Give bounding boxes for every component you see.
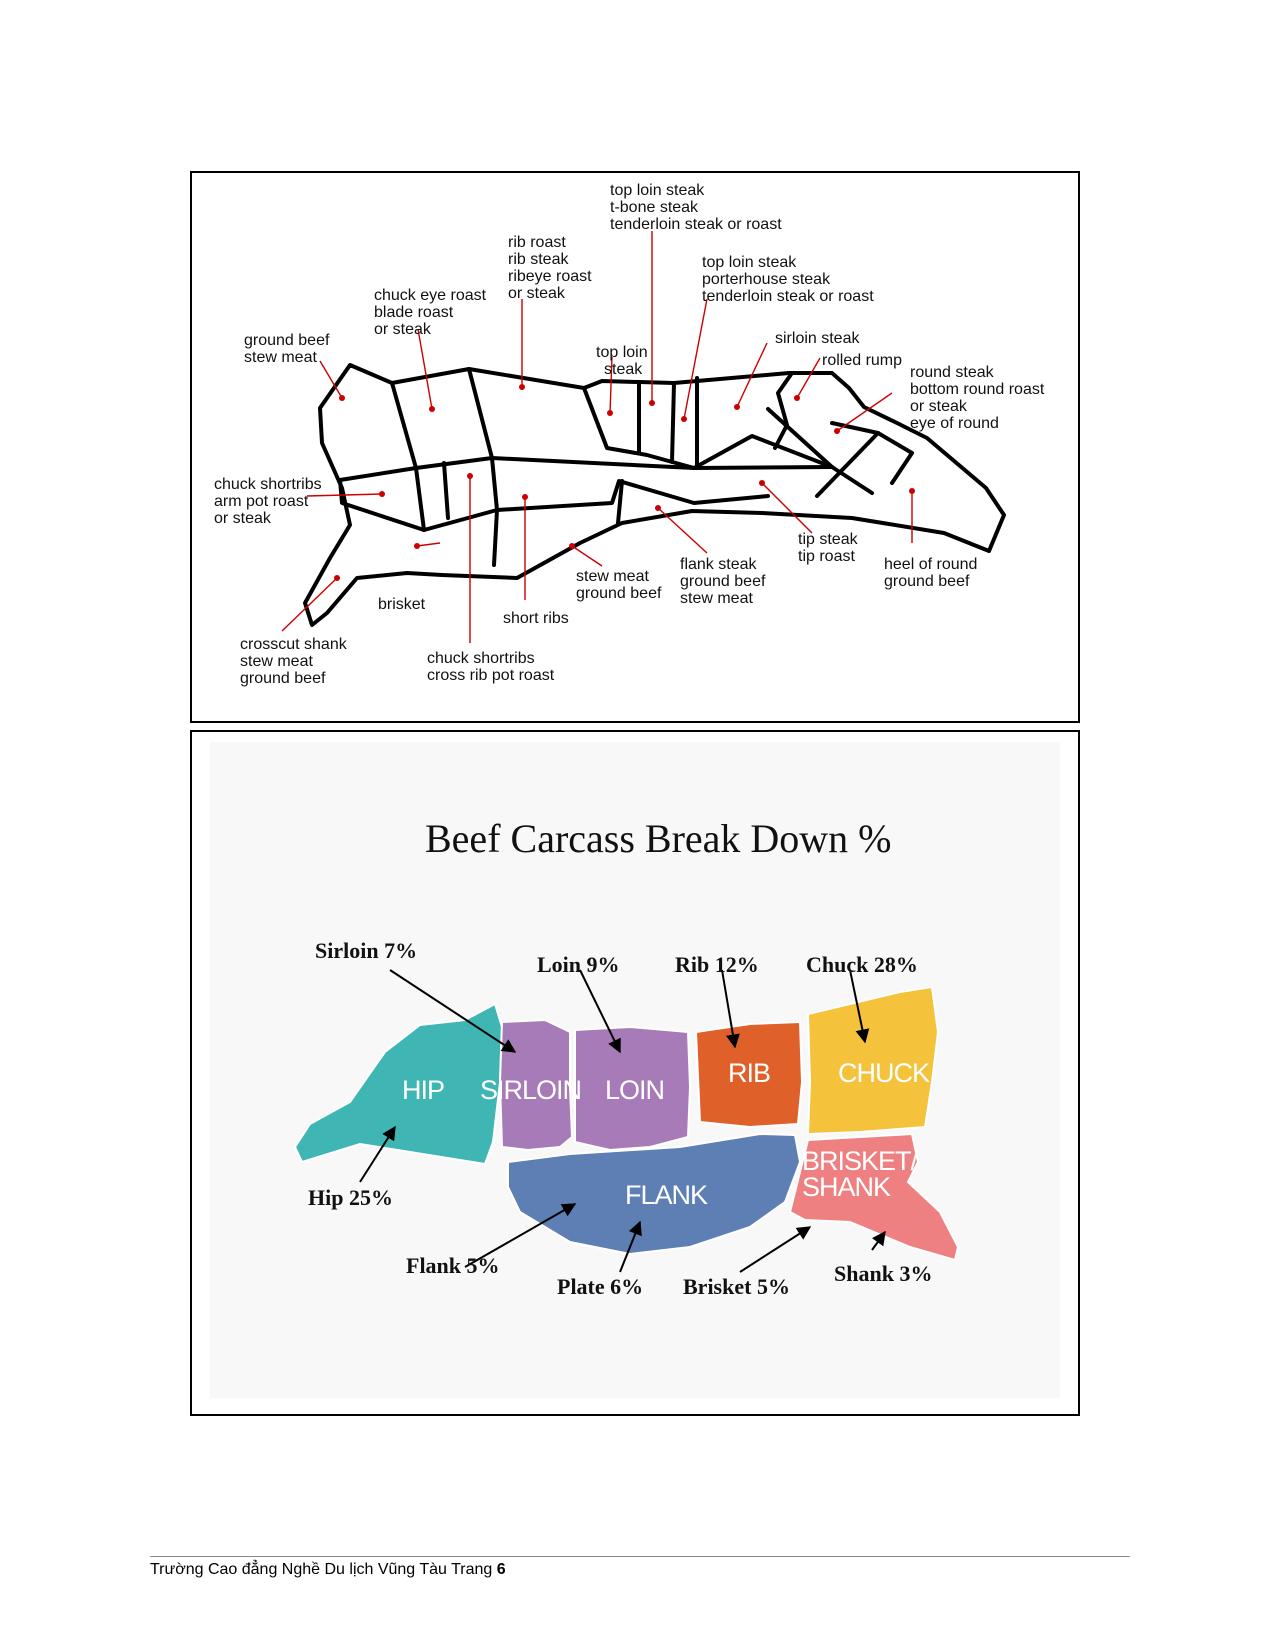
segment-label-rib: RIB <box>728 1058 770 1088</box>
label-top-loin-tbone-l3: tenderloin steak or roast <box>610 216 782 233</box>
label-round-steak-l2: bottom round roast <box>910 381 1045 398</box>
label-stew-meat-l2: ground beef <box>576 585 662 602</box>
pointer-dots <box>334 384 915 581</box>
label-top-loin-porterhouse-l3: tenderloin steak or roast <box>702 288 874 305</box>
label-brisket: brisket <box>378 596 426 613</box>
label-chuck-eye-l1: chuck eye roast <box>374 287 487 304</box>
label-heel-round-l2: ground beef <box>884 573 970 590</box>
pointer-arrows <box>359 969 886 1273</box>
segment-hip <box>293 1002 504 1166</box>
segment-sirloin <box>498 1018 574 1152</box>
label-ground-beef-l1: ground beef <box>244 332 330 349</box>
label-chuck-eye-l2: blade roast <box>374 304 454 321</box>
page-footer: Trường Cao đẳng Nghề Du lịch Vũng Tàu Tr… <box>150 1561 506 1579</box>
label-round-steak-l1: round steak <box>910 364 995 381</box>
footer-divider <box>150 1556 1130 1557</box>
label-chuck-shortribs-l3: or steak <box>214 510 272 527</box>
carcass-outline <box>303 363 1006 627</box>
pct-sirloin: Sirloin 7% <box>315 938 417 963</box>
label-chuck-cross-l1: chuck shortribs <box>427 650 535 667</box>
segment-chuck <box>806 985 940 1136</box>
label-rib-roast-l3: ribeye roast <box>508 268 592 285</box>
percentage-labels: Sirloin 7% Loin 9% Rib 12% Chuck 28% Hip… <box>308 938 932 1299</box>
segment-brisket-shank <box>788 1132 960 1262</box>
breakdown-svg: Beef Carcass Break Down % HIP SIRLOIN LO… <box>293 816 960 1299</box>
label-top-loin-l1: top loin <box>596 344 648 361</box>
label-chuck-shortribs-l1: chuck shortribs <box>214 476 322 493</box>
label-round-steak-l3: or steak <box>910 398 968 415</box>
label-crosscut-shank-l2: stew meat <box>240 653 313 670</box>
label-top-loin-tbone-l1: top loin steak <box>610 182 705 199</box>
page-number: 6 <box>496 1561 506 1578</box>
segment-label-chuck: CHUCK <box>838 1058 930 1088</box>
breakdown-panel: Beef Carcass Break Down % HIP SIRLOIN LO… <box>210 742 1060 1398</box>
label-round-steak-l4: eye of round <box>910 415 999 432</box>
label-chuck-eye-l3: or steak <box>374 321 432 338</box>
label-crosscut-shank-l3: ground beef <box>240 670 326 687</box>
segment-label-sirloin: SIRLOIN <box>480 1075 581 1105</box>
pct-shank: Shank 3% <box>834 1261 932 1286</box>
label-heel-round-l1: heel of round <box>884 556 977 573</box>
label-ground-beef-l2: stew meat <box>244 349 317 366</box>
label-chuck-cross-l2: cross rib pot roast <box>427 667 555 684</box>
label-rib-roast-l4: or steak <box>508 285 566 302</box>
label-tip-steak-l1: tip steak <box>798 531 859 548</box>
pct-chuck: Chuck 28% <box>806 952 918 977</box>
carcass-segments <box>293 985 960 1262</box>
segment-labels: HIP SIRLOIN LOIN RIB CHUCK FLANK BRISKET… <box>402 1058 931 1210</box>
pct-loin: Loin 9% <box>537 952 620 977</box>
label-top-loin-l2: steak <box>604 361 643 378</box>
pointer-lines <box>281 231 913 643</box>
label-chuck-shortribs-l2: arm pot roast <box>214 493 309 510</box>
label-rib-roast-l1: rib roast <box>508 234 566 251</box>
label-sirloin-steak: sirloin steak <box>775 330 860 347</box>
segment-rib <box>694 1020 804 1129</box>
label-flank-steak-l3: stew meat <box>680 590 753 607</box>
label-short-ribs: short ribs <box>503 610 569 627</box>
label-top-loin-tbone-l2: t-bone steak <box>610 199 699 216</box>
segment-loin <box>574 1025 692 1152</box>
label-crosscut-shank-l1: crosscut shank <box>240 636 348 653</box>
label-rolled-rump: rolled rump <box>822 352 902 369</box>
label-tip-steak-l2: tip roast <box>798 548 855 565</box>
pct-rib: Rib 12% <box>675 952 759 977</box>
pct-brisket: Brisket 5% <box>683 1274 790 1299</box>
segment-label-brisket: BRISKET/ <box>802 1146 919 1176</box>
breakdown-title: Beef Carcass Break Down % <box>425 816 892 861</box>
label-top-loin-porterhouse-l2: porterhouse steak <box>702 271 831 288</box>
pct-plate: Plate 6% <box>557 1274 643 1299</box>
label-rib-roast-l2: rib steak <box>508 251 569 268</box>
segment-flank <box>507 1132 802 1256</box>
segment-label-hip: HIP <box>402 1075 444 1105</box>
segment-label-flank: FLANK <box>625 1180 708 1210</box>
label-top-loin-porterhouse-l1: top loin steak <box>702 254 797 271</box>
label-stew-meat-l1: stew meat <box>576 568 649 585</box>
segment-label-loin: LOIN <box>605 1075 664 1105</box>
pct-flank: Flank 5% <box>406 1253 500 1278</box>
pct-hip: Hip 25% <box>308 1185 393 1210</box>
footer-text: Trường Cao đẳng Nghề Du lịch Vũng Tàu Tr… <box>150 1561 497 1578</box>
label-flank-steak-l1: flank steak <box>680 556 757 573</box>
carcass-breakdown-diagram: Beef Carcass Break Down % HIP SIRLOIN LO… <box>190 730 1080 1416</box>
label-flank-steak-l2: ground beef <box>680 573 766 590</box>
segment-label-shank: SHANK <box>802 1172 891 1202</box>
